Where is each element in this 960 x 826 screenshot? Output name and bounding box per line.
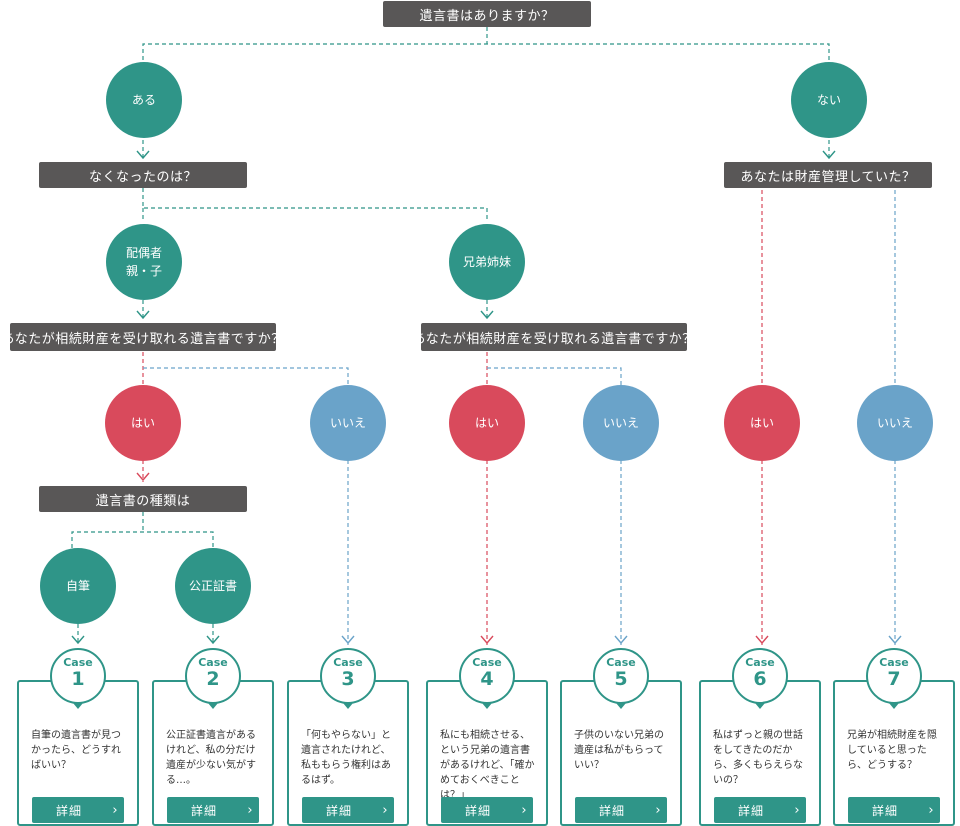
case-label: Case xyxy=(879,656,909,669)
chevron-right-icon: › xyxy=(655,802,661,818)
case-label: Case xyxy=(606,656,636,669)
answer-no-left: いいえ xyxy=(310,385,386,461)
case-label: Case xyxy=(333,656,363,669)
case-description: 兄弟が相続財産を隠していると思ったら、どうする？ xyxy=(847,730,937,771)
case-number: 2 xyxy=(206,668,220,690)
deceased-siblings: 兄弟姉妹 xyxy=(449,224,525,300)
badge-pointer xyxy=(482,703,492,709)
will-type-notarized: 公正証書 xyxy=(175,548,251,624)
case-detail-label: 詳細 xyxy=(871,803,898,818)
answer-no-right: いいえ xyxy=(857,385,933,461)
case-description: 公正証書遺言があるけれど、私の分だけ遺産が少ない気がする…。 xyxy=(166,730,256,786)
question-receive-left: あなたが相続財産を受け取れる遺言書ですか？ xyxy=(1,323,284,351)
case-number: 7 xyxy=(887,668,901,690)
branch-aru: ある xyxy=(106,62,182,138)
badge-pointer xyxy=(616,703,626,709)
case-description: 子供のいない兄弟の遺産は私がもらっていい？ xyxy=(574,730,664,771)
question-will-type: 遺言書の種類は xyxy=(39,486,247,512)
case-number: 4 xyxy=(480,668,494,690)
case-detail-button[interactable]: 詳細 › xyxy=(302,797,394,823)
case-detail-label: 詳細 xyxy=(190,803,217,818)
will-type-holograph: 自筆 xyxy=(40,548,116,624)
case-detail-button[interactable]: 詳細 › xyxy=(848,797,940,823)
deceased-spouse-parent-child: 配偶者 親・子 xyxy=(106,224,182,300)
answer-yes-middle: はい xyxy=(449,385,525,461)
badge-pointer xyxy=(208,703,218,709)
case-description: 私はずっと親の世話をしてきたのだから、多くもらえらないの？ xyxy=(713,730,803,786)
chevron-right-icon: › xyxy=(382,802,388,818)
case-detail-label: 詳細 xyxy=(598,803,625,818)
case-label: Case xyxy=(472,656,502,669)
case-detail-label: 詳細 xyxy=(55,803,82,818)
case-card: 私にも相続させる、という兄弟の遺言書があるけれど、「確かめておくべきことは？」詳… xyxy=(426,680,548,826)
case-card: 私はずっと親の世話をしてきたのだから、多くもらえらないの？ 詳細 › xyxy=(699,680,821,826)
case-label: Case xyxy=(198,656,228,669)
case-detail-label: 詳細 xyxy=(737,803,764,818)
case-number: 1 xyxy=(71,668,85,690)
case-detail-button[interactable]: 詳細 › xyxy=(32,797,124,823)
case-number: 3 xyxy=(341,668,355,690)
case-detail-button[interactable]: 詳細 › xyxy=(167,797,259,823)
case-number: 5 xyxy=(614,668,628,690)
root-question: 遺言書はありますか？ xyxy=(383,1,591,27)
badge-pointer xyxy=(889,703,899,709)
answer-yes-right: はい xyxy=(724,385,800,461)
badge-pointer xyxy=(343,703,353,709)
case-description: 「何もやらない」と遺言されたけれど、私ももらう権利はあるはず。 xyxy=(301,730,391,786)
badge-pointer xyxy=(73,703,83,709)
chevron-right-icon: › xyxy=(247,802,253,818)
chevron-right-icon: › xyxy=(112,802,118,818)
case-number: 6 xyxy=(753,668,767,690)
case-label: Case xyxy=(745,656,775,669)
question-management: あなたは財産管理していた？ xyxy=(724,162,932,188)
case-detail-button[interactable]: 詳細 › xyxy=(441,797,533,823)
question-deceased: なくなったのは？ xyxy=(39,162,247,188)
question-receive-middle: あなたが相続財産を受け取れる遺言書ですか？ xyxy=(412,323,695,351)
chevron-right-icon: › xyxy=(794,802,800,818)
chevron-right-icon: › xyxy=(928,802,934,818)
answer-yes-left: はい xyxy=(105,385,181,461)
case-detail-button[interactable]: 詳細 › xyxy=(575,797,667,823)
badge-pointer xyxy=(755,703,765,709)
case-description: 私にも相続させる、という兄弟の遺言書があるけれど、「確かめておくべきことは？」 xyxy=(440,730,535,801)
answer-no-middle: いいえ xyxy=(583,385,659,461)
case-detail-label: 詳細 xyxy=(464,803,491,818)
case-label: Case xyxy=(63,656,93,669)
case-detail-label: 詳細 xyxy=(325,803,352,818)
branch-nai: ない xyxy=(791,62,867,138)
chevron-right-icon: › xyxy=(521,802,527,818)
case-description: 自筆の遺言書が見つかったら、どうすればいい？ xyxy=(31,730,121,771)
case-detail-button[interactable]: 詳細 › xyxy=(714,797,806,823)
